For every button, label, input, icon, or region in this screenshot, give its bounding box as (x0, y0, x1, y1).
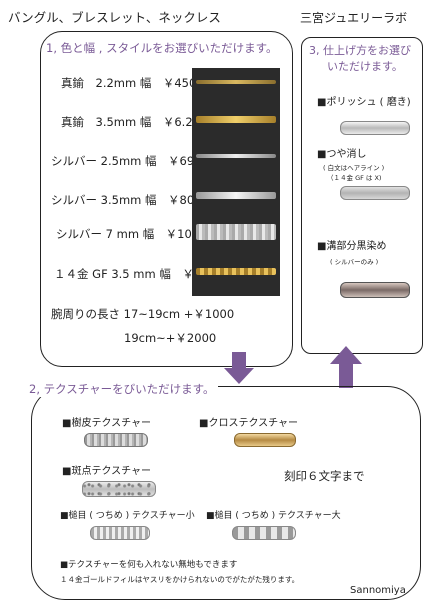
section1-box (40, 31, 293, 367)
texture-tsuchime-large-label: ■槌目 ( つちめ ) テクスチャー大 (206, 511, 341, 521)
finish-matte-label: ■つや消し (317, 149, 367, 160)
gold-filled-bangle (196, 268, 276, 275)
matte-note-2: （１４金 GF は X) (327, 174, 382, 182)
row-14k-gf: １４金 GF 3.5 mm 幅 ￥12400- (54, 267, 235, 281)
row-brass-3-5: 真鍮 3.5mm 幅 ￥6.200- (61, 115, 212, 129)
bangle-photo-strip (192, 68, 280, 296)
texture-cross-label: ■クロステクスチャー (199, 418, 299, 429)
row-brass-2-2: 真鍮 2.2mm 幅 ￥4500- (61, 76, 208, 90)
note-gold-filled: １４金ゴールドフィルはヤスリをかけられないのでがたがた残ります。 (60, 575, 300, 584)
arrow-down-shaft (232, 352, 246, 368)
tsuchime-large-ring-image (232, 526, 296, 540)
section2-box (31, 386, 421, 600)
silver-wide-bangle (196, 192, 276, 199)
row-silver-7: シルバー 7 mm 幅 ￥10400- (56, 227, 218, 241)
finish-groove-label: ■溝部分黒染め (317, 241, 387, 252)
texture-tsuchime-small-label: ■槌目 ( つちめ ) テクスチャー小 (60, 511, 195, 521)
brass-wide-bangle (196, 116, 276, 123)
matte-note-1: ( 白文はヘアライン ) (323, 164, 385, 172)
arrow-down-icon (224, 368, 254, 384)
row-silver-2-5: シルバー 2.5mm 幅 ￥6900- (51, 154, 213, 168)
tsuchime-small-ring-image (90, 526, 150, 540)
groove-note: ( シルバーのみ ) (330, 258, 379, 266)
wrist-size-line2: 19cm~+￥2000 (124, 331, 217, 345)
texture-spot-label: ■斑点テクスチャー (62, 466, 152, 477)
brass-thin-bangle (196, 80, 276, 84)
arrow-up-icon (330, 346, 362, 364)
section2-heading: 2, テクスチャーをびいただけます。 (29, 381, 218, 397)
header-title-left: バングル、ブレスレット、ネックレス (8, 10, 221, 25)
brand-signature: Sannomiya (350, 585, 406, 596)
bark-texture-ring-image (84, 433, 148, 447)
section1-heading: 1, 色と幅 , スタイルをお選びいただけます。 (46, 41, 278, 55)
silver-7mm-bangle (196, 224, 276, 240)
note-plain: ■テクスチャーを何も入れない無地もできます (60, 560, 238, 570)
section3-box (301, 37, 423, 354)
cross-texture-ring-image (234, 433, 296, 447)
section3-heading-line2: いただけます。 (327, 60, 403, 73)
engraving-text: 刻印６文字まで (284, 469, 365, 483)
wrist-size-line1: 腕周りの長さ 17~19cm +￥1000 (51, 307, 235, 321)
row-silver-3-5: シルバー 3.5mm 幅 ￥8000- (51, 193, 213, 207)
arrow-up-shaft (339, 364, 353, 388)
section3-heading-line1: 3, 仕上げ方をお選び (309, 44, 411, 57)
finish-polish-label: ■ポリッシュ ( 磨き) (317, 97, 411, 108)
header-title-right: 三宮ジュエリーラボ (300, 11, 408, 25)
groove-ring-image (340, 282, 410, 298)
texture-bark-label: ■樹皮テクスチャー (62, 418, 152, 429)
matte-ring-image (340, 186, 410, 200)
spot-texture-ring-image (82, 481, 156, 497)
silver-thin-bangle (196, 154, 276, 158)
polish-ring-image (340, 121, 410, 135)
